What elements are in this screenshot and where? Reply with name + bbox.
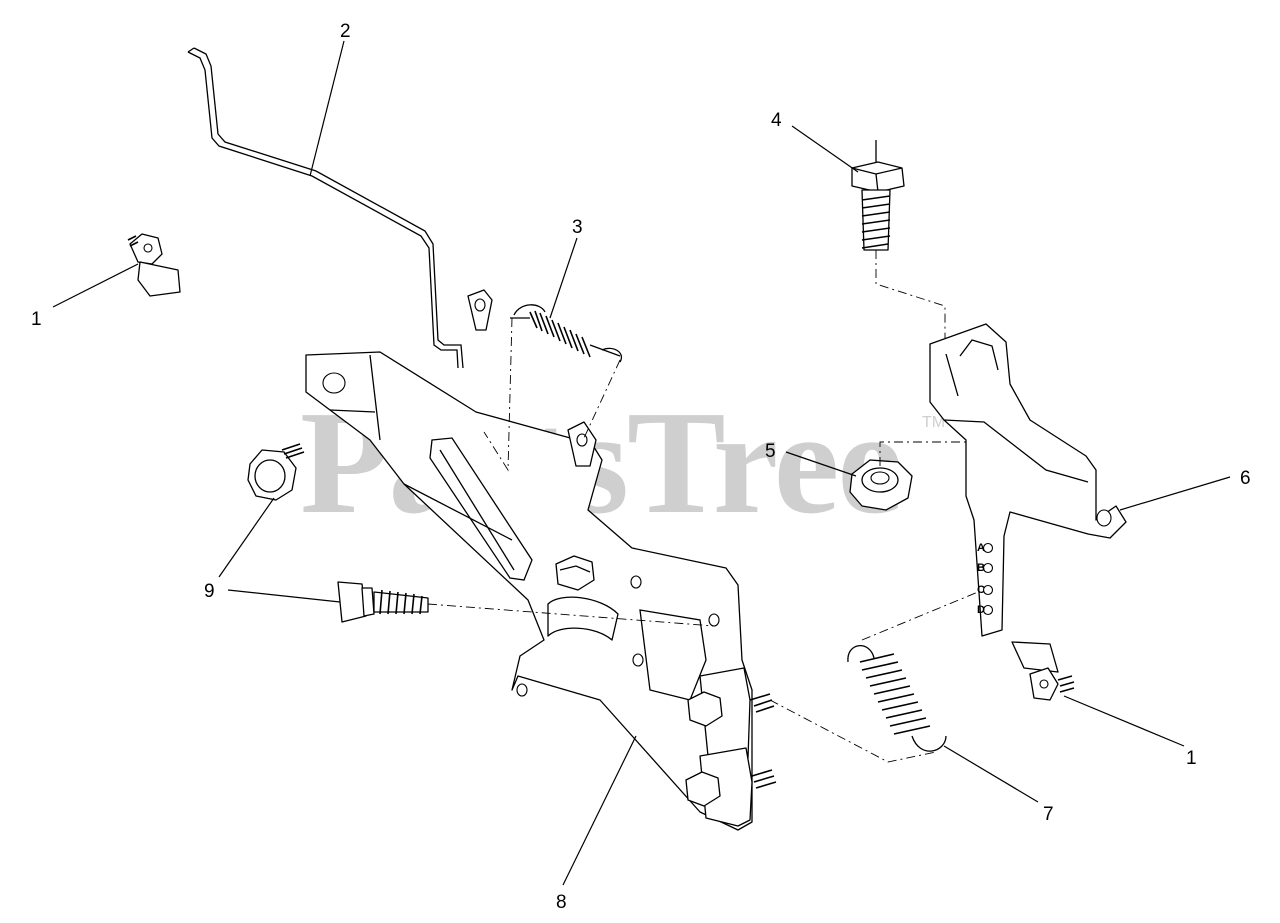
small-extension-spring[interactable] bbox=[510, 304, 623, 363]
bracket-letter-a: A bbox=[977, 542, 985, 554]
callout-4: 4 bbox=[771, 110, 782, 131]
callout-6: 6 bbox=[1240, 468, 1251, 489]
carriage-bolt[interactable] bbox=[851, 140, 905, 251]
control-bracket-lever[interactable] bbox=[305, 289, 777, 831]
watermark-trademark: TM bbox=[922, 414, 945, 431]
callout-5: 5 bbox=[765, 441, 776, 462]
callout-7: 7 bbox=[1043, 804, 1054, 825]
leader-lines bbox=[52, 40, 1231, 886]
flange-nut[interactable] bbox=[849, 459, 913, 511]
rod-clip-left[interactable] bbox=[127, 233, 181, 297]
callout-9: 9 bbox=[204, 581, 215, 602]
large-extension-spring[interactable] bbox=[847, 645, 947, 752]
rod-clip-right[interactable] bbox=[1011, 641, 1075, 701]
callout-1-left: 1 bbox=[31, 309, 42, 330]
assembly-lines bbox=[427, 250, 979, 763]
bracket-letter-b: B bbox=[977, 562, 985, 574]
bracket-letter-c: C bbox=[977, 584, 985, 596]
callout-2: 2 bbox=[340, 21, 351, 42]
bracket-letter-d: D bbox=[977, 604, 985, 616]
flange-bolt-upper[interactable] bbox=[247, 443, 305, 501]
control-rod[interactable] bbox=[187, 47, 464, 369]
callout-1-right: 1 bbox=[1186, 748, 1197, 769]
callout-3: 3 bbox=[572, 217, 583, 238]
callout-8: 8 bbox=[556, 892, 567, 913]
height-adjust-bracket[interactable]: A B C D bbox=[929, 323, 1127, 637]
flange-bolt-lower[interactable] bbox=[337, 581, 429, 623]
